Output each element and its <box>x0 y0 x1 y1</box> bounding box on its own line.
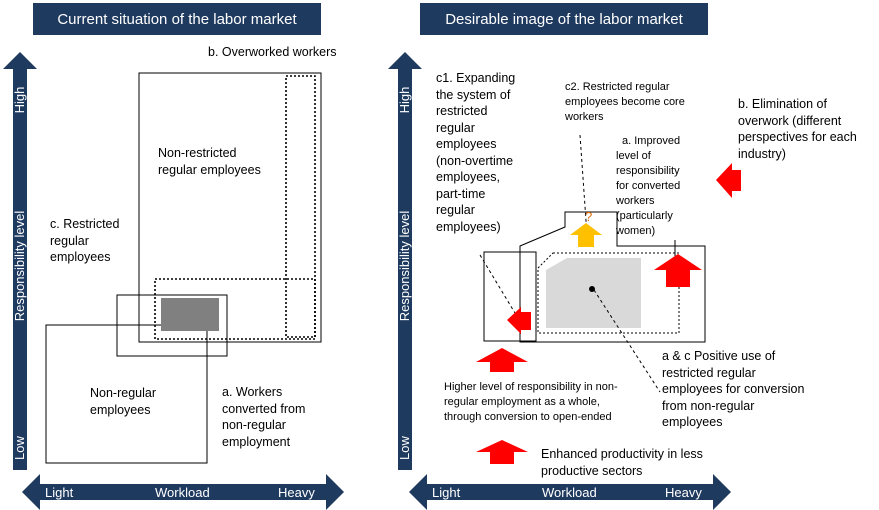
dot-center <box>589 286 595 292</box>
converted-line: converted from <box>222 401 306 416</box>
converted-workers-area <box>161 298 219 331</box>
right-y-axis-arrow <box>388 52 422 470</box>
a-improved-line: (particularly <box>616 210 673 222</box>
b-elimination-line: industry) <box>738 146 786 161</box>
c2-line: employees become core <box>565 96 685 108</box>
ac-positive-line: from non-regular <box>662 398 755 413</box>
converted-line: a. Workers <box>222 385 283 399</box>
question-mark: ? <box>585 209 593 224</box>
a-improved-line: women) <box>616 225 656 237</box>
restricted-line: regular <box>50 233 89 248</box>
overworked-dotted-box <box>285 75 316 338</box>
non-regular-line: Non-regular <box>90 386 157 400</box>
higher-level-line: Higher level of responsibility in non- <box>444 381 618 393</box>
a-improved-line: for converted <box>616 180 681 192</box>
ac-positive-line: a & c Positive use of <box>662 349 776 363</box>
restricted-line: employees <box>50 250 111 264</box>
non-restricted-box <box>138 72 322 343</box>
restricted-label: c. Restricted regular employees <box>50 216 119 266</box>
c1-line: employees <box>436 137 497 151</box>
converted-line: non-regular <box>222 418 286 432</box>
c1-connector <box>479 254 519 319</box>
enhanced-line: productive sectors <box>541 463 643 478</box>
left-axis-heavy-label: Heavy <box>278 485 315 500</box>
left-axis-low-label: Low <box>12 436 27 460</box>
left-axis-x-label: Workload <box>155 485 210 500</box>
left-axis-high-label: High <box>12 86 27 114</box>
non-regular-label: Non-regular employees <box>90 385 156 418</box>
right-axis-heavy-label: Heavy <box>665 485 702 500</box>
c2-label: c2. Restricted regular employees become … <box>565 80 685 125</box>
converted-label: a. Workers converted from non-regular em… <box>222 384 305 450</box>
non-regular-right-box <box>483 251 537 342</box>
non-restricted-line: Non-restricted <box>158 146 237 160</box>
red-left-arrow-c1 <box>507 307 531 334</box>
ac-connector <box>593 289 661 393</box>
non-regular-line: employees <box>90 402 151 417</box>
a-improved-label: a. Improved level of responsibility for … <box>616 134 680 239</box>
b-elimination-label: b. Elimination of overwork (different pe… <box>738 96 857 162</box>
a-improved-line: workers <box>616 195 655 207</box>
ac-positive-label: a & c Positive use of restricted regular… <box>662 348 804 431</box>
expanded-restricted-shape <box>519 211 706 343</box>
converted-area-light <box>546 258 641 328</box>
ac-positive-line: employees for conversion <box>662 382 805 396</box>
c1-line: employees, <box>436 170 500 184</box>
a-improved-line: level of <box>616 150 651 162</box>
red-up-arrow-enhanced <box>476 440 528 464</box>
c2-line: c2. Restricted regular <box>565 81 670 93</box>
right-x-axis-arrow <box>409 474 731 510</box>
right-axis-light-label: Light <box>432 485 461 500</box>
right-axis-x-label: Workload <box>542 485 597 500</box>
red-up-arrow-higher <box>476 348 528 372</box>
higher-level-label: Higher level of responsibility in non- r… <box>444 380 618 425</box>
enhanced-label: Enhanced productivity in less productive… <box>541 446 703 479</box>
b-elimination-line: b. Elimination of <box>738 97 827 111</box>
c1-line: part-time <box>436 186 486 201</box>
c2-connector <box>579 134 588 236</box>
c1-line: regular <box>436 120 475 135</box>
converted-dotted-box <box>154 278 316 340</box>
c1-line: employees) <box>436 219 501 234</box>
enhanced-line: Enhanced productivity in less <box>541 447 703 461</box>
c1-line: c1. Expanding <box>436 71 516 85</box>
left-axis-light-label: Light <box>45 485 74 500</box>
c2-line: workers <box>565 111 604 123</box>
right-axis-low-label: Low <box>397 436 412 460</box>
b-elimination-line: perspectives for each <box>738 130 857 144</box>
b-elimination-line: overwork (different <box>738 113 842 128</box>
higher-level-line: regular employment as a whole, <box>444 396 600 408</box>
a-improved-line: a. Improved <box>622 135 681 147</box>
non-restricted-label: Non-restricted regular employees <box>158 145 261 178</box>
c1-line: restricted <box>436 104 488 118</box>
red-left-arrow-b <box>716 163 741 198</box>
dotted-outer-shape <box>537 252 680 334</box>
overworked-label: b. Overworked workers <box>208 45 337 59</box>
right-axis-high-label: High <box>397 86 412 114</box>
left-y-axis-arrow <box>3 52 37 470</box>
yellow-up-arrow <box>570 223 602 247</box>
higher-level-line: through conversion to open-ended <box>444 411 612 423</box>
ac-positive-line: employees <box>662 415 723 429</box>
right-axis-y-label: Responsibility level <box>397 210 412 322</box>
converted-line: employment <box>222 434 291 449</box>
non-restricted-line: regular employees <box>158 162 261 177</box>
restricted-line: c. Restricted <box>50 217 120 231</box>
left-x-axis-arrow <box>22 474 344 510</box>
ac-positive-line: restricted regular <box>662 365 756 380</box>
c1-line: the system of <box>436 87 511 102</box>
right-panel-title: Desirable image of the labor market <box>420 3 708 35</box>
c1-line: (non-overtime <box>436 153 514 168</box>
red-up-arrow-a <box>654 254 702 287</box>
left-panel-title: Current situation of the labor market <box>33 3 321 35</box>
c1-line: regular <box>436 203 475 217</box>
a-improved-line: responsibility <box>616 165 680 177</box>
non-regular-box <box>45 324 208 464</box>
c1-label: c1. Expanding the system of restricted r… <box>436 70 515 235</box>
left-axis-y-label: Responsibility level <box>12 210 27 322</box>
